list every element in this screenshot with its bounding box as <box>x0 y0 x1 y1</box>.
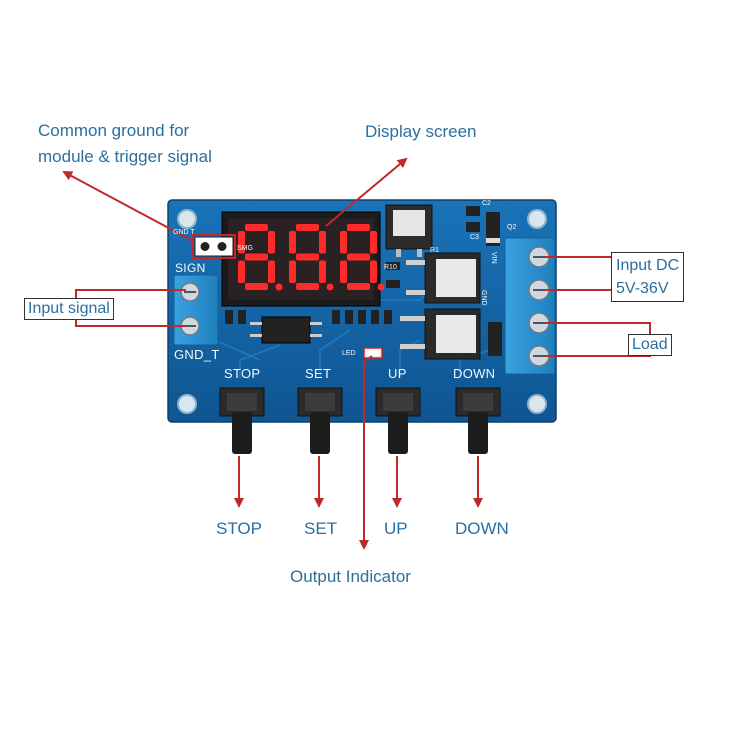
digit-1-decimal-point <box>275 283 283 291</box>
small-components <box>386 206 502 356</box>
silk-gnd-top: GND T <box>173 229 195 236</box>
silk-led: LED <box>342 350 356 357</box>
down-caption: DOWN <box>455 519 509 538</box>
input-dc-label: Input DC 5V-36V <box>611 252 685 302</box>
silk-r1: R1 <box>430 247 439 254</box>
silk-gnd-side: GND <box>480 290 487 306</box>
up-button <box>375 387 421 454</box>
input-signal-label: Input signal <box>24 298 114 320</box>
mosfet-lower <box>400 308 481 360</box>
digit-2-segment-f <box>289 231 296 254</box>
display-digits <box>238 224 385 291</box>
digit-1-segment-d <box>245 283 268 290</box>
digit-1-segment-e <box>238 260 245 283</box>
output-indicator-led <box>363 347 383 359</box>
silk-c3: C3 <box>470 234 479 241</box>
header-pins <box>192 234 236 259</box>
digit-2-segment-c <box>319 260 326 283</box>
silk-stop: STOP <box>224 366 261 381</box>
digit-2-segment-e <box>289 260 296 283</box>
digit-1-segment-a <box>245 224 268 231</box>
digit-1-segment-b <box>268 231 275 254</box>
silk-sign: SIGN <box>175 261 206 275</box>
down-button <box>455 387 501 454</box>
digit-3-segment-b <box>370 231 377 254</box>
set-button <box>297 387 343 454</box>
line-output-indicator <box>359 355 373 550</box>
digit-3-segment-c <box>370 260 377 283</box>
digit-1-segment-g <box>245 253 268 261</box>
silk-down: DOWN <box>453 366 496 381</box>
display-screen-label: Display screen <box>365 122 477 141</box>
up-caption: UP <box>384 519 408 538</box>
silk-up: UP <box>388 366 407 381</box>
optocoupler <box>250 316 322 344</box>
mosfet-upper <box>406 252 481 304</box>
digit-2-segment-d <box>296 283 319 290</box>
digit-1-segment-c <box>268 260 275 283</box>
push-buttons <box>219 387 501 454</box>
digit-3-segment-f <box>340 231 347 254</box>
stop-caption: STOP <box>216 519 262 538</box>
mounting-holes <box>177 209 547 414</box>
silk-set: SET <box>305 366 332 381</box>
digit-3-segment-d <box>347 283 370 290</box>
common-ground-label-line1: Common ground for <box>38 121 190 140</box>
silk-vin: VIN <box>490 252 497 264</box>
load-label: Load <box>628 334 672 356</box>
digit-2-segment-b <box>319 231 326 254</box>
digit-1-segment-f <box>238 231 245 254</box>
arrow-common-ground <box>62 171 194 242</box>
resistor-row <box>225 310 392 324</box>
silk-q2: Q2 <box>507 224 517 231</box>
silk-r10: R10 <box>384 264 397 271</box>
silk-c2: C2 <box>482 200 491 207</box>
digit-3-decimal-point <box>377 283 385 291</box>
digit-3-segment-e <box>340 260 347 283</box>
stop-button <box>219 387 265 454</box>
digit-2-decimal-point <box>326 283 334 291</box>
arrow-display-screen <box>325 157 408 227</box>
input-dc-line2: 5V-36V <box>616 280 669 297</box>
set-caption: SET <box>304 519 338 538</box>
voltage-regulator <box>385 204 433 257</box>
digit-3-segment-g <box>347 253 370 261</box>
input-signal-terminal <box>173 274 219 346</box>
callout-lines <box>62 157 651 550</box>
silk-smg: SMG <box>237 245 253 252</box>
digit-3-segment-a <box>347 224 370 231</box>
silk-gnd-t: GND_T <box>174 347 220 362</box>
common-ground-label-line2: module & trigger signal <box>38 147 212 166</box>
pcb-traces <box>214 279 491 378</box>
digit-2-segment-a <box>296 224 319 231</box>
digit-2-segment-g <box>296 253 319 261</box>
output-indicator-label: Output Indicator <box>290 567 411 586</box>
input-dc-line1: Input DC <box>616 257 680 274</box>
power-load-terminal <box>504 237 556 375</box>
